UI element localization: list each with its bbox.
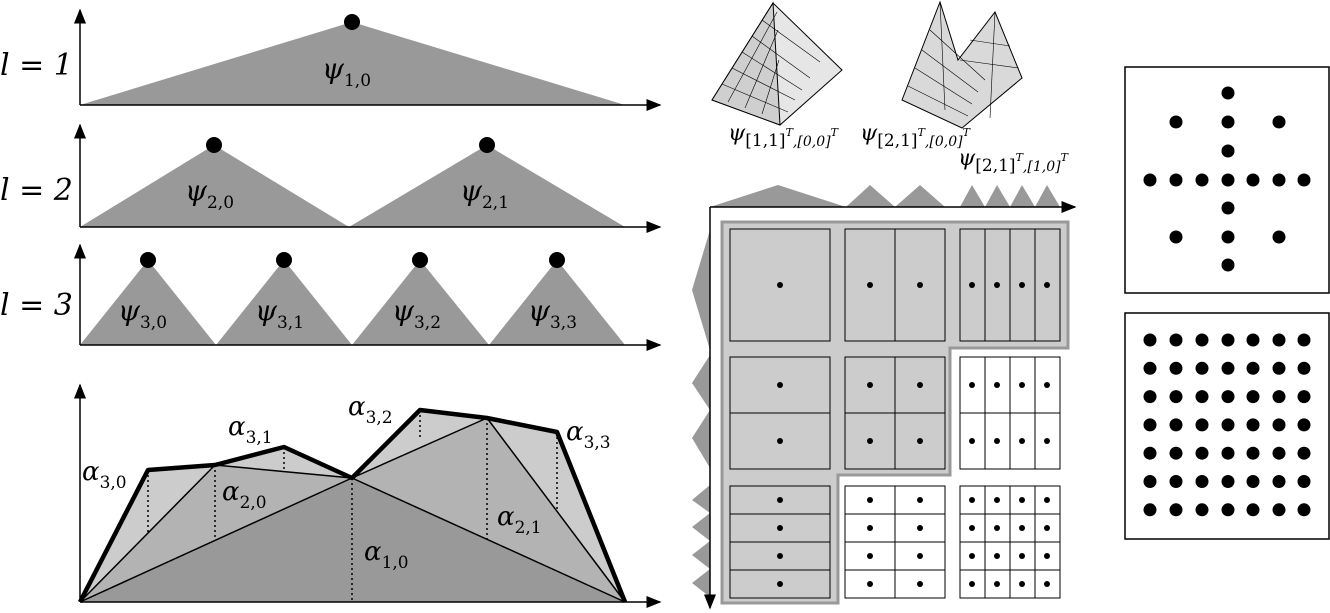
sparse-grid-points: [1124, 66, 1330, 294]
grid-point: [1297, 418, 1311, 432]
grid-point: [1272, 446, 1286, 460]
grid-point: [1272, 475, 1286, 488]
grid-point: [1169, 361, 1183, 375]
grid-point: [1221, 390, 1235, 404]
full-grid-points: [1124, 312, 1330, 540]
grid-point: [1195, 390, 1209, 404]
basis-label-3-1: ψ3,1: [255, 294, 304, 333]
coef-alpha-2-1: α2,1: [497, 502, 542, 538]
grid-point: [1297, 503, 1311, 517]
level-1-panel: ψ1,0: [74, 8, 662, 111]
grid-point: [1297, 446, 1311, 460]
coef-alpha-2-0: α2,0: [222, 477, 267, 513]
basis-label-3-2: ψ3,2: [392, 294, 441, 333]
level-label-3: l = 3: [0, 288, 73, 323]
grid-point: [1169, 503, 1183, 517]
grid-point: [1246, 390, 1260, 404]
surface-label-1: ψ[1,1]T,[0,0]T: [728, 121, 840, 151]
coef-alpha-3-2: α3,2: [348, 392, 393, 428]
grid-point: [1169, 333, 1183, 347]
basis-label-1-0: ψ1,0: [322, 52, 371, 91]
grid-point: [1195, 418, 1209, 432]
basis-label-2-0: ψ2,0: [185, 174, 234, 213]
grid-point: [1195, 361, 1209, 375]
node-dot: [479, 137, 495, 153]
grid-point: [1195, 475, 1209, 488]
node-dot: [549, 252, 565, 268]
basis-label-3-0: ψ3,0: [118, 294, 167, 333]
grid-point: [1221, 333, 1235, 347]
grid-point: [1143, 418, 1157, 432]
grid-point: [1195, 503, 1209, 517]
grid-point: [1272, 503, 1286, 517]
grid-point: [1272, 333, 1286, 347]
grid-point: [1297, 333, 1311, 347]
grid-point: [1246, 418, 1260, 432]
grid-point: [1246, 333, 1260, 347]
coef-alpha-3-3: α3,3: [566, 417, 611, 453]
grid-point: [1169, 475, 1183, 488]
basis-label-3-3: ψ3,3: [528, 294, 577, 333]
level-label-2: l = 2: [0, 173, 73, 208]
node-dot: [206, 137, 222, 153]
grid-point: [1246, 446, 1260, 460]
grid-point: [1221, 446, 1235, 460]
grid-point: [1195, 446, 1209, 460]
grid-point: [1246, 475, 1260, 488]
grid-point: [1221, 361, 1235, 375]
coef-alpha-1-0: α1,0: [364, 537, 409, 573]
grid-point: [1272, 418, 1286, 432]
level-label-1: l = 1: [0, 48, 73, 83]
grid-point: [1169, 446, 1183, 460]
grid-point: [1143, 361, 1157, 375]
grid-point: [1143, 475, 1157, 488]
node-dot: [412, 252, 428, 268]
grid-point: [1246, 503, 1260, 517]
grid-point: [1221, 475, 1235, 488]
level-3-panel: ψ3,0 ψ3,1 ψ3,2 ψ3,3: [74, 243, 662, 351]
grid-point: [1195, 333, 1209, 347]
node-dot: [276, 252, 292, 268]
grid-point: [1297, 361, 1311, 375]
node-dot: [140, 252, 156, 268]
grid-point: [1143, 390, 1157, 404]
surface-plot-2: [901, 0, 1023, 129]
grid-point: [1297, 390, 1311, 404]
subspace-table: [692, 185, 1077, 610]
surface-label-2: ψ[2,1]T,[0,0]T: [860, 121, 972, 151]
grid-point: [1272, 390, 1286, 404]
surface-plot-1: [711, 1, 843, 126]
coef-alpha-3-1: α3,1: [228, 412, 273, 448]
grid-point: [1143, 503, 1157, 517]
node-dot: [344, 14, 360, 30]
grid-point: [1143, 446, 1157, 460]
grid-point: [1169, 390, 1183, 404]
basis-label-2-1: ψ2,1: [460, 174, 509, 213]
grid-point: [1221, 503, 1235, 517]
grid-point: [1143, 333, 1157, 347]
interpolant-panel: α3,0 α3,1 α3,2 α3,3 α2,0 α2,1 α1,0: [74, 383, 662, 608]
grid-point: [1169, 418, 1183, 432]
coef-alpha-3-0: α3,0: [82, 457, 127, 493]
grid-point: [1221, 418, 1235, 432]
level-2-panel: ψ2,0 ψ2,1: [74, 123, 662, 233]
surface-label-3: ψ[2,1]T,[1,0]T: [958, 146, 1070, 176]
grid-point: [1246, 361, 1260, 375]
grid-point: [1272, 361, 1286, 375]
grid-point: [1297, 475, 1311, 488]
